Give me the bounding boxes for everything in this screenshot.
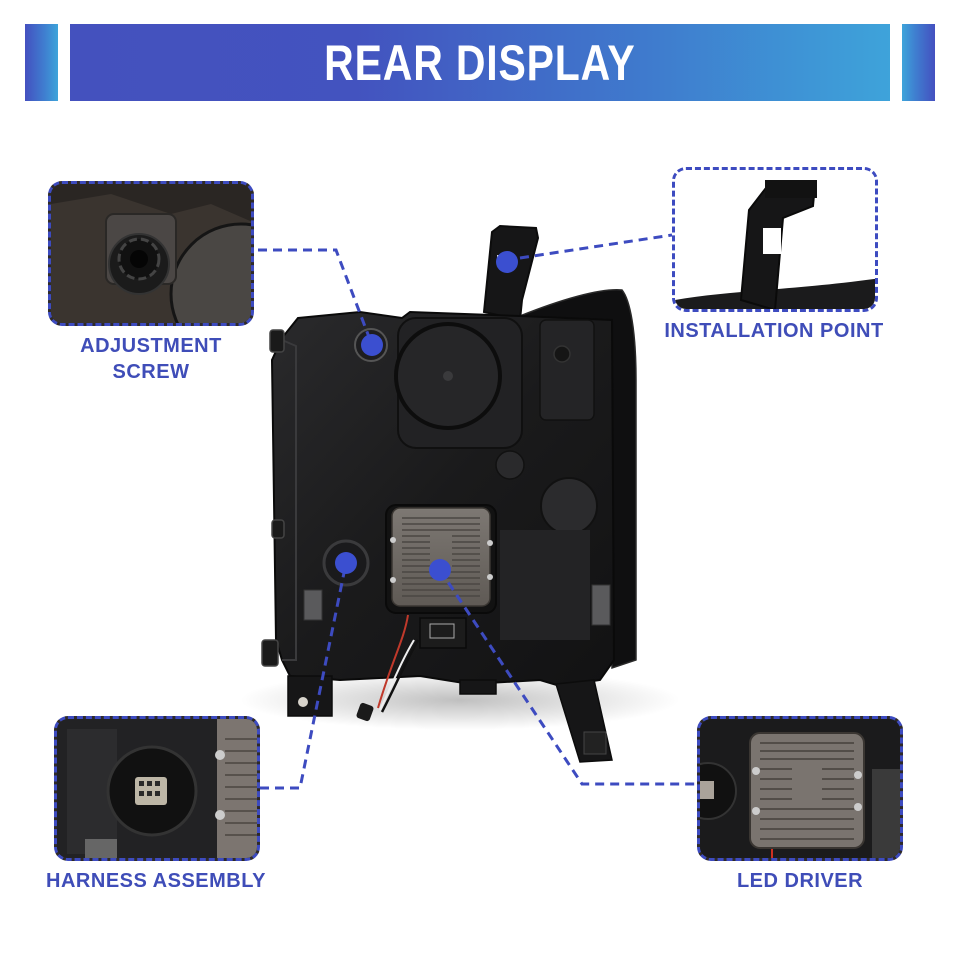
installation-point-closeup — [675, 170, 875, 309]
label-line-1: HARNESS ASSEMBLY — [46, 870, 266, 892]
left-foot — [287, 675, 333, 717]
label-line-1: LED DRIVER — [736, 870, 864, 892]
label-line-1: ADJUSTMENT — [80, 335, 222, 357]
title-banner: REAR DISPLAY — [70, 24, 890, 101]
line-installation-point — [519, 233, 673, 260]
left-clip-top — [269, 329, 285, 353]
callout-lines — [258, 233, 697, 790]
label-led-driver: LED DRIVER — [697, 868, 903, 894]
label-line-1: INSTALLATION POINT — [664, 320, 884, 342]
wire-plug — [356, 702, 374, 722]
callout-installation-point — [672, 167, 878, 312]
marker-dot-adjustment-screw — [361, 334, 383, 356]
banner-right-cap — [902, 24, 935, 101]
marker-dot-installation-point — [496, 251, 518, 273]
marker-dot-led-driver — [429, 559, 451, 581]
banner-left-cap — [25, 24, 58, 101]
left-clip-bottom — [261, 639, 279, 667]
harness-assembly-closeup — [57, 719, 257, 858]
led-driver-module — [391, 507, 491, 607]
callout-adjustment-screw — [48, 181, 254, 326]
page-title: REAR DISPLAY — [324, 34, 636, 91]
left-clip-mid — [271, 519, 285, 539]
side-cap — [540, 477, 598, 535]
label-adjustment-screw: ADJUSTMENT SCREW — [48, 333, 254, 385]
line-led-driver — [438, 569, 697, 786]
control-box — [419, 617, 467, 649]
label-line-2: SCREW — [112, 361, 190, 383]
line-adjustment-screw — [258, 248, 374, 346]
led-driver-closeup — [700, 719, 900, 858]
mounting-bracket — [482, 224, 540, 322]
callout-harness-assembly — [54, 716, 260, 861]
label-installation-point: INSTALLATION POINT — [650, 318, 898, 344]
driver-fins — [402, 517, 480, 597]
marker-dot-harness-assembly — [335, 552, 357, 574]
adjustment-screw-closeup — [51, 184, 251, 323]
callout-led-driver — [697, 716, 903, 861]
label-harness-assembly: HARNESS ASSEMBLY — [30, 868, 282, 894]
